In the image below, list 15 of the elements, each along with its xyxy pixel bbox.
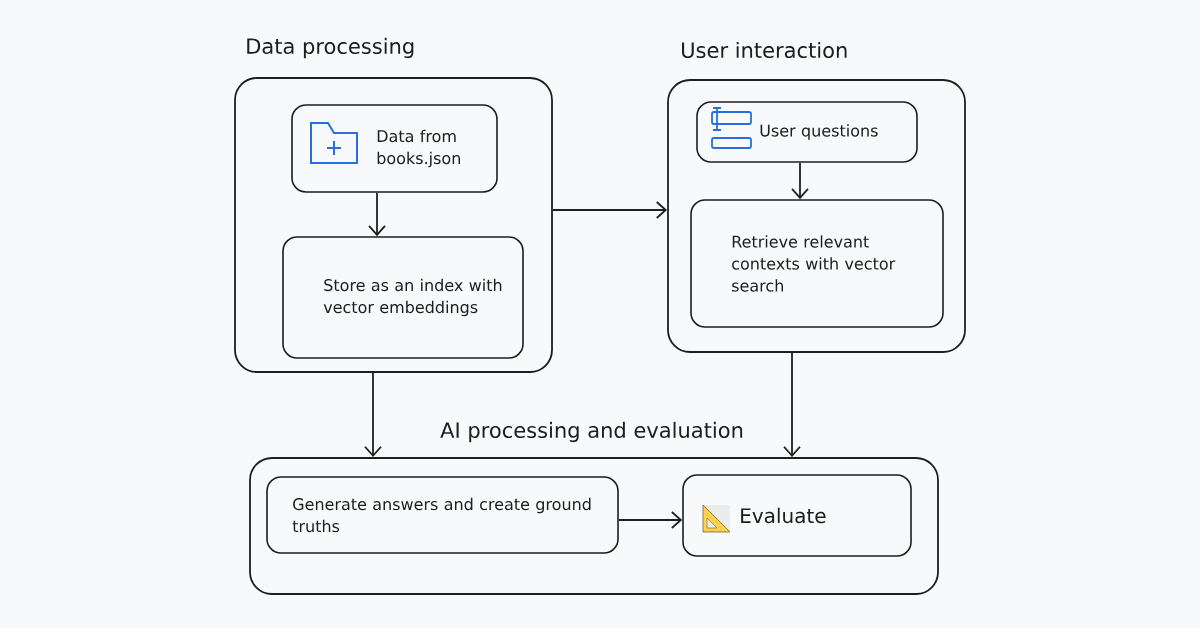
group-heading: AI processing and evaluation bbox=[440, 421, 743, 443]
group-heading: Data processing bbox=[247, 37, 414, 59]
process-box: Evaluate bbox=[682, 474, 912, 557]
arrow bbox=[364, 372, 382, 458]
arrow bbox=[368, 191, 386, 237]
arrow bbox=[791, 161, 809, 200]
group-heading: User interaction bbox=[682, 41, 847, 59]
arrow bbox=[617, 511, 683, 529]
process-box: Retrieve relevant contexts with vector search bbox=[690, 199, 944, 328]
process-box: Generate answers and create ground truths bbox=[266, 476, 619, 554]
process-box: User questions bbox=[696, 101, 918, 163]
process-box: Data from books.json bbox=[291, 104, 498, 193]
process-box: Store as an index with vector embeddings bbox=[282, 236, 524, 359]
arrow bbox=[552, 201, 668, 219]
arrow bbox=[783, 352, 801, 458]
